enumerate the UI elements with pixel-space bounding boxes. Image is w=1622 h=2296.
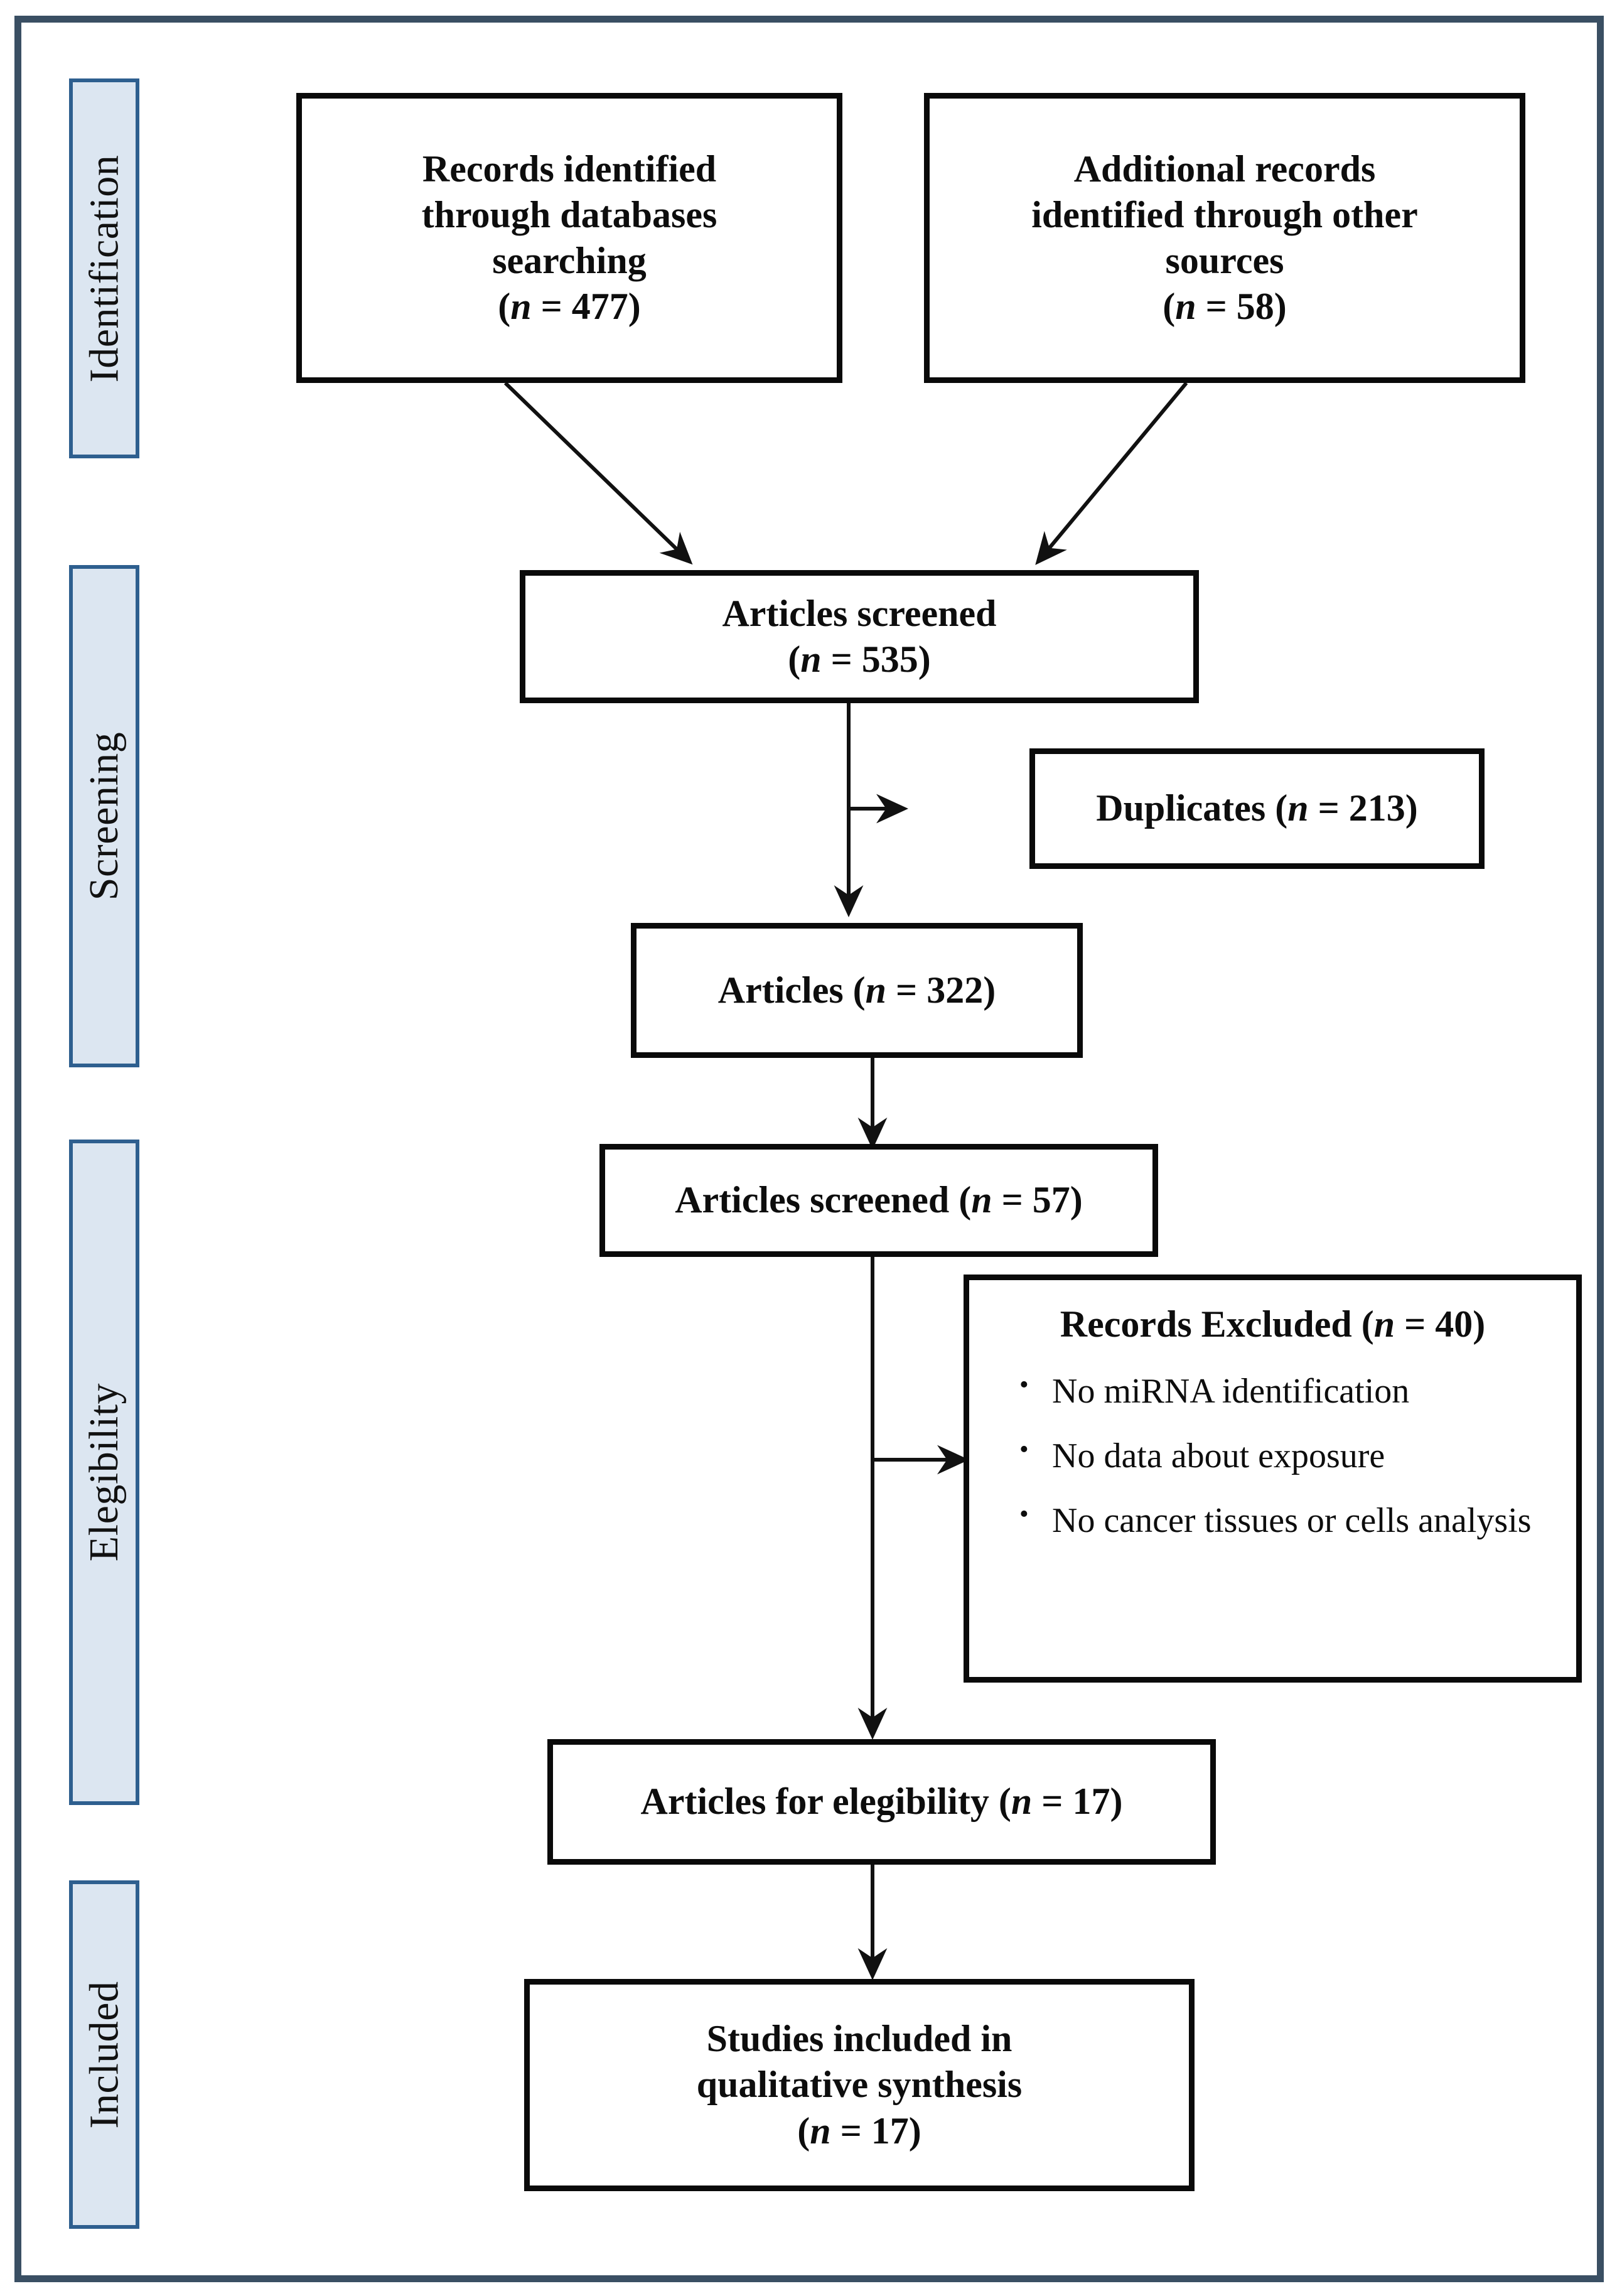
stage-elegibility-text: Elegibility — [81, 1382, 127, 1562]
records-db-line3: searching — [492, 240, 647, 281]
duplicates-text: Duplicates (n = 213) — [1096, 787, 1418, 829]
list-item: No data about exposure — [1017, 1431, 1557, 1479]
node-records-excluded: Records Excluded (n = 40) No miRNA ident… — [964, 1275, 1582, 1683]
records-db-line2: through databases — [421, 193, 717, 235]
records-other-line2: identified through other — [1031, 193, 1418, 235]
node-studies-included-qualitative-synthesis: Studies included in qualitative synthesi… — [524, 1979, 1195, 2191]
records-excluded-title: Records Excluded (n = 40) — [1060, 1303, 1486, 1345]
articles322-text: Articles (n = 322) — [717, 969, 996, 1011]
records-other-line3: sources — [1165, 240, 1284, 281]
stage-identification-text: Identification — [81, 154, 127, 382]
screened535-count: (n = 535) — [788, 639, 931, 680]
stage-screening-text: Screening — [81, 731, 127, 901]
included-count: (n = 17) — [797, 2110, 921, 2152]
node-articles-for-elegibility: Articles for elegibility (n = 17) — [547, 1739, 1216, 1865]
node-articles-screened-535: Articles screened (n = 535) — [520, 570, 1199, 703]
screened535-line1: Articles screened — [722, 592, 997, 634]
records-other-count: (n = 58) — [1163, 286, 1287, 328]
records-other-line1: Additional records — [1073, 148, 1376, 190]
stage-label-screening: Screening — [69, 565, 139, 1067]
node-records-identified-databases: Records identified through databases sea… — [296, 93, 842, 383]
node-articles-screened-57: Articles screened (n = 57) — [599, 1144, 1158, 1257]
list-item: No cancer tissues or cells analysis — [1017, 1496, 1557, 1544]
elegibility-text: Articles for elegibility (n = 17) — [640, 1781, 1123, 1823]
node-articles-322: Articles (n = 322) — [631, 923, 1083, 1058]
included-line1: Studies included in — [706, 2018, 1012, 2060]
stage-label-elegibility: Elegibility — [69, 1140, 139, 1805]
node-additional-records-other-sources: Additional records identified through ot… — [924, 93, 1525, 383]
page-border — [14, 16, 1604, 2282]
list-item: No miRNA identification — [1017, 1366, 1557, 1415]
records-excluded-reason-list: No miRNA identification No data about ex… — [988, 1366, 1557, 1562]
stage-included-text: Included — [81, 1981, 127, 2128]
records-db-line1: Records identified — [422, 148, 717, 190]
records-db-count: (n = 477) — [498, 286, 641, 328]
stage-label-identification: Identification — [69, 78, 139, 458]
node-duplicates: Duplicates (n = 213) — [1029, 748, 1485, 869]
included-line2: qualitative synthesis — [696, 2064, 1023, 2106]
screened57-text: Articles screened (n = 57) — [675, 1179, 1083, 1221]
stage-label-included: Included — [69, 1880, 139, 2229]
